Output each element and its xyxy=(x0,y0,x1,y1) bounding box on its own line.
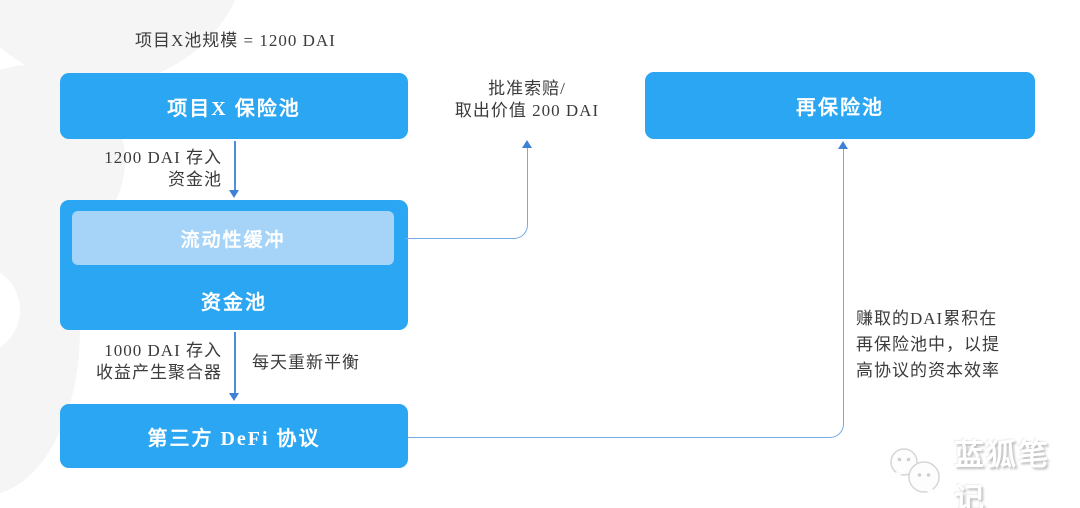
wechat-bubbles-icon xyxy=(886,446,948,503)
edge-claim-label: 批准索赔/ 取出价值 200 DAI xyxy=(454,79,600,120)
pool-size-note: 项目X池规模 = 1200 DAI xyxy=(135,31,336,50)
edge-accumulate-arrowhead-icon xyxy=(838,141,848,149)
edge-deposit-1000-arrowhead-icon xyxy=(229,393,239,401)
watermark: 蓝狐笔记 xyxy=(886,430,1080,508)
edge-deposit-1000-label: 1000 DAI 存入 收益产生聚合器 xyxy=(96,341,222,382)
edge-deposit-1000-line xyxy=(234,332,236,394)
edge-claim-arrowhead-icon xyxy=(522,140,532,148)
node-defi-protocol: 第三方 DeFi 协议 xyxy=(60,404,408,468)
edge-deposit-1200-line xyxy=(234,141,236,191)
node-project-insurance-pool: 项目X 保险池 xyxy=(60,73,408,139)
watermark-brand-text: 蓝狐笔记 xyxy=(954,439,1050,508)
node-liquidity-buffer: 流动性缓冲 xyxy=(72,211,394,265)
node-project-insurance-pool-label: 项目X 保险池 xyxy=(167,97,301,120)
node-reinsurance-pool: 再保险池 xyxy=(645,72,1035,139)
edge-claim-line xyxy=(405,147,528,239)
node-liquidity-buffer-label: 流动性缓冲 xyxy=(180,229,286,251)
edge-rebalance-label: 每天重新平衡 xyxy=(252,353,360,372)
node-reinsurance-pool-label: 再保险池 xyxy=(796,97,884,119)
edge-deposit-1200-label: 1200 DAI 存入 资金池 xyxy=(104,148,222,189)
edge-accumulate-line xyxy=(408,146,844,438)
edge-accumulate-label: 赚取的DAI累积在 再保险池中，以提 高协议的资本效率 xyxy=(856,309,1000,380)
edge-deposit-1200-arrowhead-icon xyxy=(229,190,239,198)
node-capital-pool-label: 资金池 xyxy=(201,292,267,314)
node-defi-protocol-label: 第三方 DeFi 协议 xyxy=(147,427,321,450)
